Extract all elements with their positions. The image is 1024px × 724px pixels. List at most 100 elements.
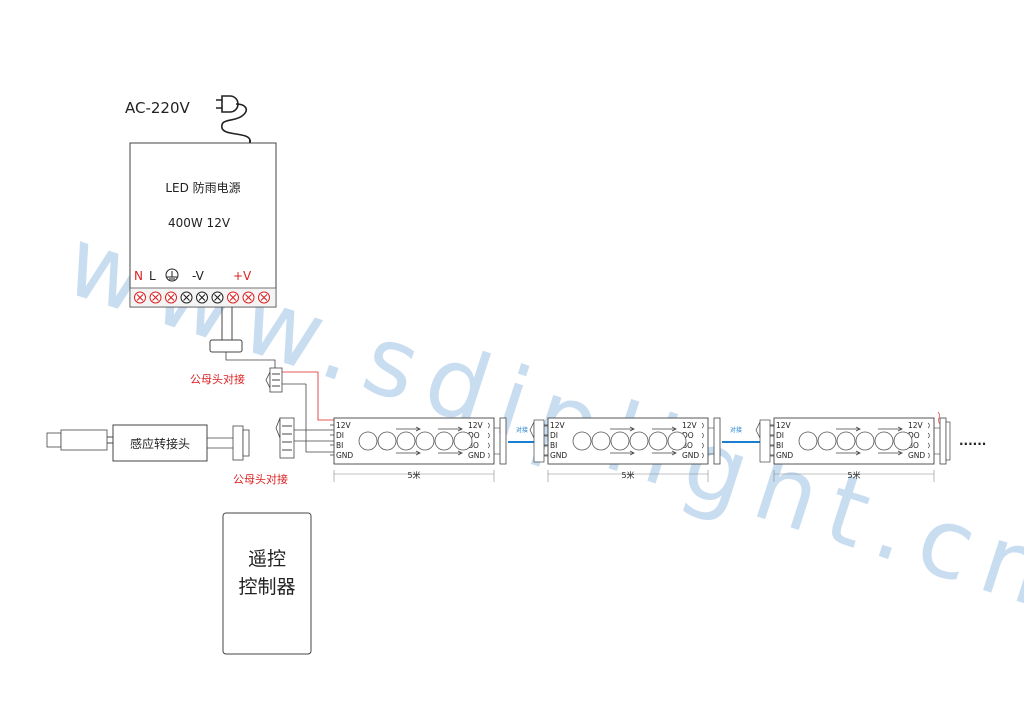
top-connector — [265, 367, 334, 453]
output-plug — [209, 339, 243, 353]
strip-in-pin-label: DI — [776, 431, 784, 440]
strip-in-pin-label: BI — [336, 441, 343, 450]
direction-arrow — [878, 426, 903, 432]
strip-in-pin-label: 12V — [336, 421, 352, 430]
led-chip — [415, 431, 435, 451]
led-chip — [453, 431, 473, 451]
joint-label: 对接 — [516, 426, 528, 434]
strip-end-connector — [939, 417, 947, 465]
led-chip — [591, 431, 611, 451]
power-supply-spec: 400W 12V — [168, 216, 231, 230]
led-chip — [855, 431, 875, 451]
terminal-neg-label: -V — [192, 269, 205, 283]
led-strips: 12VDIBIGND12VDOBOGND5米对接12VDIBIGND12VDOB… — [330, 411, 951, 482]
led-chip — [817, 431, 837, 451]
power-supply: LED 防雨电源 400W 12V N L -V +V — [129, 142, 277, 308]
ground-icon — [165, 268, 179, 282]
mains-label: AC-220V — [125, 99, 191, 117]
direction-arrow — [438, 450, 463, 456]
strip-out-pin-label: 12V — [908, 421, 924, 430]
remote-controller — [222, 512, 312, 655]
continuation-dots: ...... — [959, 434, 986, 448]
strip-out-pin-label: 12V — [682, 421, 698, 430]
strip-in-pin-label: 12V — [550, 421, 566, 430]
strip-out-pin-label: BO — [468, 441, 479, 450]
led-chip — [629, 431, 649, 451]
sensor-plug — [46, 429, 113, 451]
direction-arrow — [836, 450, 861, 456]
direction-arrow — [836, 426, 861, 432]
direction-arrow — [652, 450, 677, 456]
plug-icon — [216, 95, 251, 141]
led-chip — [667, 431, 687, 451]
terminal-block — [134, 291, 270, 304]
terminal-screw — [165, 291, 177, 304]
strip-out-pin-label: DO — [908, 431, 920, 440]
remote-line2: 控制器 — [238, 576, 295, 598]
strip-out-pin-label: GND — [908, 451, 925, 460]
strip-out-pin-label: DO — [468, 431, 480, 440]
joint-label: 对接 — [730, 426, 742, 434]
strip-in-pin-label: 12V — [776, 421, 792, 430]
terminal-l-label: L — [149, 269, 156, 283]
strip-end-connector — [713, 417, 721, 465]
terminal-n-label: N — [134, 269, 143, 283]
led-chip — [610, 431, 630, 451]
bottom-connector-label: 公母头对接 — [233, 472, 288, 486]
terminal-screw — [258, 291, 270, 304]
terminal-screw — [180, 291, 193, 304]
power-supply-title: LED 防雨电源 — [165, 180, 240, 195]
terminal-screw — [211, 291, 224, 304]
strip-out-pin-label: BO — [682, 441, 693, 450]
led-chip — [836, 431, 856, 451]
led-chip — [396, 431, 416, 451]
adapter-box — [112, 424, 208, 462]
strip-in-pin-label: GND — [776, 451, 793, 460]
strip-length-label: 5米 — [847, 470, 860, 480]
strip-in-pin-label: GND — [336, 451, 353, 460]
strip-in-pin-label: DI — [336, 431, 344, 440]
bottom-connector — [275, 417, 334, 459]
adapter-label: 感应转接头 — [130, 436, 190, 451]
strip-in-pin-label: DI — [550, 431, 558, 440]
direction-arrow — [396, 450, 421, 456]
remote-line1: 遥控 — [248, 548, 286, 570]
direction-arrow — [396, 426, 421, 432]
terminal-screw — [196, 291, 208, 304]
terminal-screw — [134, 291, 146, 304]
strip-out-pin-label: GND — [682, 451, 699, 460]
terminal-screw — [242, 291, 255, 304]
strip-end-connector — [499, 417, 507, 465]
strip-out-pin-label: DO — [682, 431, 694, 440]
terminal-screw — [227, 291, 239, 304]
led-chip — [434, 431, 454, 451]
strip-start-connector — [533, 419, 545, 463]
terminal-pos-label: +V — [233, 269, 252, 283]
strip-out-pin-label: GND — [468, 451, 485, 460]
led-chip — [893, 431, 913, 451]
led-chip — [358, 431, 378, 451]
direction-arrow — [610, 450, 635, 456]
direction-arrow — [438, 426, 463, 432]
strip-out-pin-label: BO — [908, 441, 919, 450]
top-connector-label: 公母头对接 — [190, 372, 245, 386]
strip-start-connector — [759, 419, 771, 463]
led-chip — [648, 431, 668, 451]
direction-arrow — [610, 426, 635, 432]
strip-in-pin-label: BI — [550, 441, 557, 450]
strip-out-pin-label: 12V — [468, 421, 484, 430]
strip-in-pin-label: BI — [776, 441, 783, 450]
strip-length-label: 5米 — [621, 470, 634, 480]
direction-arrow — [878, 450, 903, 456]
led-chip — [798, 431, 818, 451]
led-chip — [377, 431, 397, 451]
led-chip — [572, 431, 592, 451]
strip-in-pin-label: GND — [550, 451, 567, 460]
terminal-screw — [149, 291, 162, 304]
led-chip — [874, 431, 894, 451]
